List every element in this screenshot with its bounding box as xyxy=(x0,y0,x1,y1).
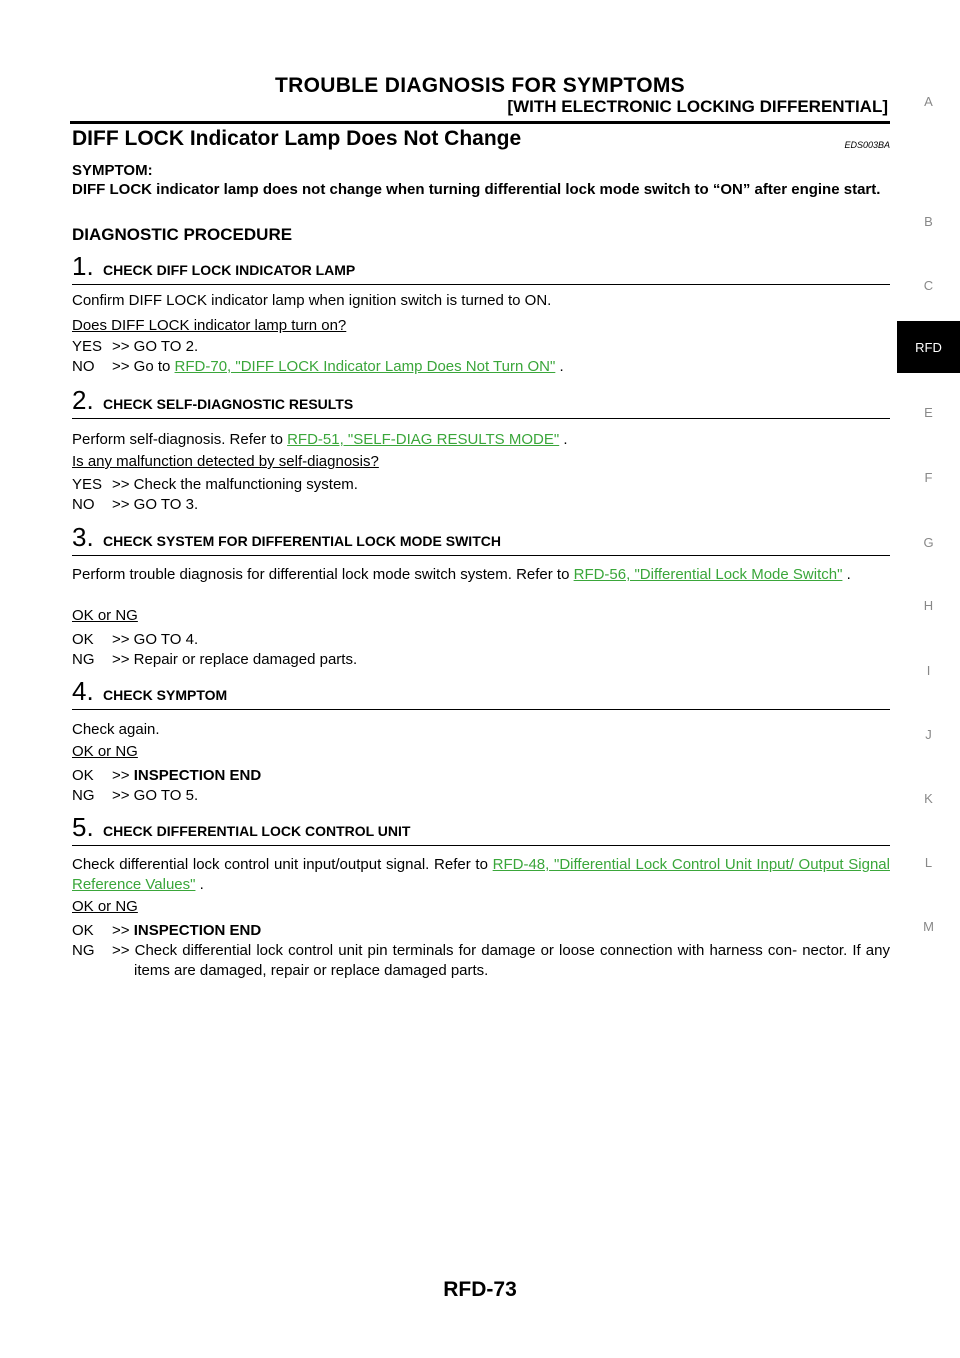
answer-row: NO >> Go to RFD-70, "DIFF LOCK Indicator… xyxy=(72,357,890,377)
step-4-text: Check again. xyxy=(72,721,160,738)
answer-key: NG xyxy=(72,787,95,804)
step-number: 1. xyxy=(72,251,94,281)
page-header-subtitle: [WITH ELECTRONIC LOCKING DIFFERENTIAL] xyxy=(507,97,888,116)
header-divider xyxy=(70,121,890,124)
answer-text: >> GO TO 2. xyxy=(112,338,199,355)
sidebar-item-g[interactable]: G xyxy=(923,535,934,550)
reference-link[interactable]: RFD-56, "Differential Lock Mode Switch" xyxy=(573,566,843,583)
step-number: 5. xyxy=(72,812,94,842)
page-header-title: TROUBLE DIAGNOSIS FOR SYMPTOMS xyxy=(275,74,685,97)
step-3-answers: OK >> GO TO 4. NG >> Repair or replace d… xyxy=(72,630,890,670)
sidebar-item-b[interactable]: B xyxy=(924,214,933,229)
step-4-header: 4. CHECK SYMPTOM xyxy=(72,676,890,710)
step-1-text: Confirm DIFF LOCK indicator lamp when ig… xyxy=(72,292,552,309)
answer-key: NG xyxy=(72,651,95,668)
sidebar-item-k[interactable]: K xyxy=(924,791,933,806)
answer-text: >> Check differential lock control unit … xyxy=(112,942,890,979)
sidebar-item-rfd[interactable]: RFD xyxy=(897,321,960,373)
step-1-question: Does DIFF LOCK indicator lamp turn on? xyxy=(72,317,347,334)
section-code: EDS003BA xyxy=(844,140,890,150)
answer-key: OK xyxy=(72,922,94,939)
step-title: CHECK DIFFERENTIAL LOCK CONTROL UNIT xyxy=(103,823,411,839)
reference-link[interactable]: RFD-48, "Differential Lock Control Unit … xyxy=(72,856,890,893)
step-number: 3. xyxy=(72,522,94,552)
answer-row: NG >> Check differential lock control un… xyxy=(72,941,890,981)
step-4-question: OK or NG xyxy=(72,743,138,760)
step-2-header: 2. CHECK SELF-DIAGNOSTIC RESULTS xyxy=(72,385,890,419)
step-5-answers: OK >> INSPECTION END NG >> Check differe… xyxy=(72,921,890,981)
step-2-answers: YES >> Check the malfunctioning system. … xyxy=(72,475,890,515)
symptom-label: SYMPTOM: xyxy=(72,162,153,179)
answer-row: OK >> INSPECTION END xyxy=(72,766,890,786)
step-3-text: Perform trouble diagnosis for differenti… xyxy=(72,566,851,583)
page-number: RFD-73 xyxy=(443,1278,517,1301)
answer-key: OK xyxy=(72,631,94,648)
sidebar-item-f[interactable]: F xyxy=(924,470,933,485)
answer-row: YES >> Check the malfunctioning system. xyxy=(72,475,890,495)
step-title: CHECK SELF-DIAGNOSTIC RESULTS xyxy=(103,396,354,412)
sidebar-item-c[interactable]: C xyxy=(923,278,934,293)
answer-key: NO xyxy=(72,358,95,375)
answer-text: >> GO TO 4. xyxy=(112,631,199,648)
answer-text: >> Go to RFD-70, "DIFF LOCK Indicator La… xyxy=(112,358,564,375)
answer-row: NG >> GO TO 5. xyxy=(72,786,890,806)
answer-row: OK >> INSPECTION END xyxy=(72,921,890,941)
sidebar-item-a[interactable]: A xyxy=(924,94,933,109)
sidebar-item-e[interactable]: E xyxy=(924,405,933,420)
step-2-text: Perform self-diagnosis. Refer to RFD-51,… xyxy=(72,431,568,448)
answer-key: YES xyxy=(72,476,103,493)
sidebar-item-j[interactable]: J xyxy=(925,727,932,742)
answer-key: NG xyxy=(72,942,95,959)
section-title: DIFF LOCK Indicator Lamp Does Not Change xyxy=(72,127,522,150)
step-1-answers: YES >> GO TO 2. NO >> Go to RFD-70, "DIF… xyxy=(72,337,890,377)
procedure-heading: DIAGNOSTIC PROCEDURE xyxy=(72,225,293,244)
reference-link[interactable]: RFD-51, "SELF-DIAG RESULTS MODE" xyxy=(287,431,560,448)
answer-row: YES >> GO TO 2. xyxy=(72,337,890,357)
step-4-answers: OK >> INSPECTION END NG >> GO TO 5. xyxy=(72,766,890,806)
answer-text: >> INSPECTION END xyxy=(112,922,262,939)
step-2-question: Is any malfunction detected by self-diag… xyxy=(72,453,379,470)
step-title: CHECK SYSTEM FOR DIFFERENTIAL LOCK MODE … xyxy=(103,533,501,549)
step-5-question: OK or NG xyxy=(72,898,138,915)
step-title: CHECK SYMPTOM xyxy=(103,687,228,703)
reference-link[interactable]: RFD-70, "DIFF LOCK Indicator Lamp Does N… xyxy=(174,358,556,375)
sidebar-item-h[interactable]: H xyxy=(923,598,934,613)
answer-row: NO >> GO TO 3. xyxy=(72,495,890,515)
step-1-header: 1. CHECK DIFF LOCK INDICATOR LAMP xyxy=(72,251,890,285)
sidebar-item-l[interactable]: L xyxy=(924,855,933,870)
symptom-block: SYMPTOM: DIFF LOCK indicator lamp does n… xyxy=(72,161,890,199)
answer-row: OK >> GO TO 4. xyxy=(72,630,890,650)
step-3-header: 3. CHECK SYSTEM FOR DIFFERENTIAL LOCK MO… xyxy=(72,522,890,556)
answer-key: OK xyxy=(72,767,94,784)
answer-row: NG >> Repair or replace damaged parts. xyxy=(72,650,890,670)
answer-key: YES xyxy=(72,338,103,355)
sidebar-item-m[interactable]: M xyxy=(923,919,934,934)
step-number: 2. xyxy=(72,385,94,415)
answer-text: >> Repair or replace damaged parts. xyxy=(112,651,358,668)
step-3-question: OK or NG xyxy=(72,607,138,624)
answer-key: NO xyxy=(72,496,95,513)
step-5-text: Check differential lock control unit inp… xyxy=(72,856,890,893)
step-number: 4. xyxy=(72,676,94,706)
answer-text: >> GO TO 3. xyxy=(112,496,199,513)
step-5-header: 5. CHECK DIFFERENTIAL LOCK CONTROL UNIT xyxy=(72,812,890,846)
symptom-text: DIFF LOCK indicator lamp does not change… xyxy=(72,181,881,198)
answer-text: >> GO TO 5. xyxy=(112,787,199,804)
answer-text: >> INSPECTION END xyxy=(112,767,262,784)
answer-text: >> Check the malfunctioning system. xyxy=(112,476,358,493)
sidebar-item-i[interactable]: I xyxy=(926,663,931,678)
step-title: CHECK DIFF LOCK INDICATOR LAMP xyxy=(103,262,356,278)
